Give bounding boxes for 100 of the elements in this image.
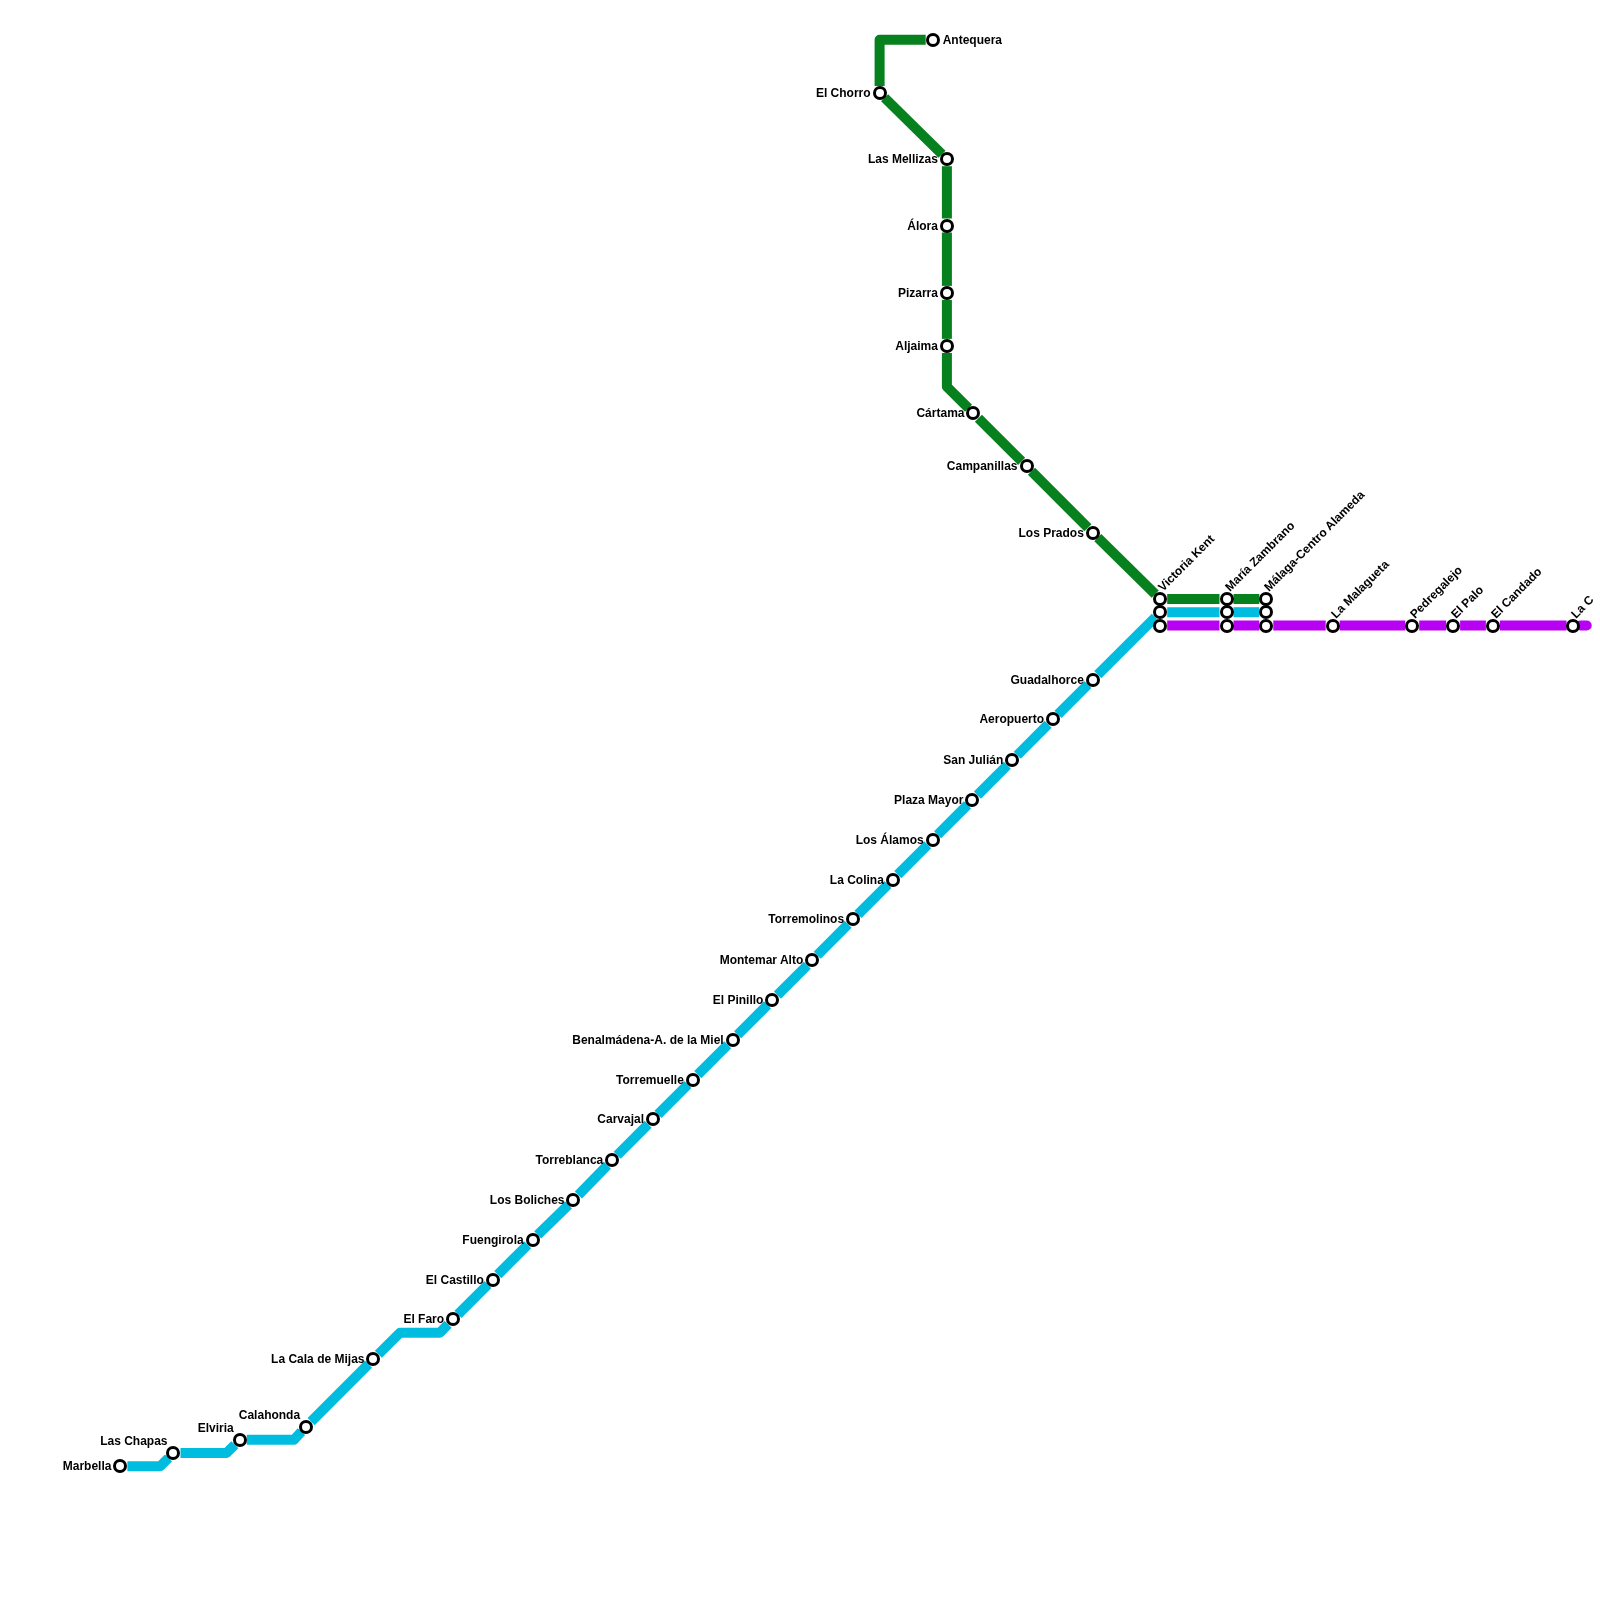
- station-marker: [299, 1419, 314, 1434]
- station-marker: [925, 832, 940, 847]
- station-marker: [566, 1193, 581, 1207]
- rail-line-segment: [1460, 620, 1486, 631]
- station-marker: [1219, 591, 1234, 606]
- station-marker: [1219, 605, 1234, 620]
- rail-line-segment: [127, 1454, 173, 1472]
- station-label: Las Mellizas: [867, 152, 938, 167]
- station-marker: [366, 1352, 381, 1367]
- station-label: Los Boliches: [489, 1193, 565, 1207]
- rail-line-segment: [941, 232, 952, 286]
- rail-line-segment: [1233, 594, 1260, 604]
- rail-line-segment: [494, 1241, 532, 1279]
- rail-line-segment: [973, 761, 1011, 799]
- rail-line-segment: [941, 299, 952, 339]
- station-marker: [113, 1459, 128, 1474]
- station-marker: [232, 1432, 247, 1447]
- station-marker: [1046, 712, 1061, 727]
- station-label: La C: [1568, 592, 1597, 621]
- station-marker: [1566, 618, 1581, 633]
- station-label: Elviria: [197, 1420, 234, 1435]
- rail-line-segment: [1027, 467, 1092, 532]
- station-label: Torremolinos: [768, 912, 845, 927]
- rail-line-segment: [881, 94, 946, 158]
- rail-line-segment: [694, 1041, 732, 1079]
- station-marker: [939, 285, 954, 300]
- rail-line-segment: [574, 1161, 611, 1199]
- station-label: El Faro: [403, 1312, 445, 1327]
- rail-line-segment: [941, 352, 973, 412]
- station-label: El Pinillo: [712, 993, 764, 1007]
- rail-line-segment: [246, 1428, 306, 1445]
- station-label: Torremuelle: [616, 1072, 684, 1087]
- rail-line-segment: [974, 414, 1026, 465]
- station-marker: [846, 912, 861, 927]
- station-label: Pizarra: [897, 285, 938, 300]
- rail-line-segment: [1167, 620, 1220, 631]
- station-marker: [1259, 618, 1274, 633]
- station-label: Marbella: [62, 1459, 112, 1474]
- rail-line-segment: [374, 1320, 452, 1358]
- station-label: Benalmádena-A. de la Miel: [572, 1032, 724, 1047]
- rail-line-segment: [894, 841, 932, 879]
- station-marker: [1153, 618, 1168, 633]
- station-marker: [725, 1032, 740, 1047]
- station-label: Las Chapas: [100, 1434, 168, 1449]
- rail-line-segment: [613, 1120, 652, 1159]
- station-label: Guadalhorce: [1010, 672, 1084, 687]
- rail-line-segment: [1419, 620, 1447, 631]
- station-marker: [765, 993, 780, 1007]
- station-marker: [1405, 618, 1420, 633]
- rail-line-segment: [180, 1441, 239, 1459]
- station-marker: [1153, 591, 1168, 606]
- station-marker: [1446, 618, 1461, 633]
- station-label: Fuengirola: [462, 1232, 524, 1247]
- rail-line-segment: [1273, 620, 1326, 631]
- station-marker: [939, 338, 954, 353]
- rail-line-segment: [1167, 594, 1220, 604]
- rail-line-segment: [307, 1360, 373, 1426]
- rail-line-segment: [454, 1280, 492, 1318]
- rail-line-segment: [534, 1201, 572, 1239]
- station-label: Torreblanca: [535, 1153, 604, 1168]
- station-marker: [1153, 605, 1168, 620]
- station-marker: [1085, 672, 1100, 687]
- station-label: Campanillas: [946, 459, 1018, 474]
- station-marker: [605, 1153, 620, 1168]
- station-label: Aeropuerto: [979, 712, 1045, 727]
- station-label: Los Prados: [1018, 525, 1084, 540]
- station-marker: [805, 953, 820, 968]
- rail-line-segment: [1094, 613, 1159, 679]
- station-marker: [939, 218, 954, 233]
- station-label: Antequera: [942, 32, 1002, 47]
- station-label: El Castillo: [425, 1272, 484, 1287]
- station-marker: [885, 872, 900, 887]
- station-label: Cártama: [916, 406, 965, 421]
- station-marker: [1325, 618, 1340, 633]
- station-label: Álora: [907, 218, 938, 233]
- station-marker: [685, 1072, 700, 1087]
- station-marker: [925, 32, 940, 47]
- station-label: Montemar Alto: [719, 953, 804, 968]
- rail-line-segment: [734, 1001, 772, 1039]
- station-label: Los Álamos: [855, 832, 924, 847]
- station-marker: [1219, 618, 1234, 633]
- station-label: Calahonda: [238, 1407, 301, 1422]
- station-marker: [525, 1232, 540, 1247]
- station-marker: [939, 152, 954, 167]
- station-label: Plaza Mayor: [894, 793, 964, 807]
- rail-line-segment: [1013, 720, 1052, 759]
- station-marker: [872, 85, 887, 100]
- station-marker: [446, 1312, 461, 1327]
- rail-line-segment: [941, 166, 952, 219]
- rail-line-segment: [934, 801, 972, 839]
- rail-line-segment: [1499, 620, 1567, 631]
- rail-line-segment: [1233, 607, 1260, 618]
- station-marker: [1019, 459, 1034, 474]
- station-marker: [646, 1112, 661, 1127]
- station-marker: [966, 406, 981, 421]
- station-label: La Colina: [829, 872, 884, 887]
- station-marker: [1259, 605, 1274, 620]
- station-marker: [485, 1272, 500, 1287]
- station-label: El Chorro: [815, 85, 871, 100]
- station-label: Carvajal: [597, 1112, 645, 1127]
